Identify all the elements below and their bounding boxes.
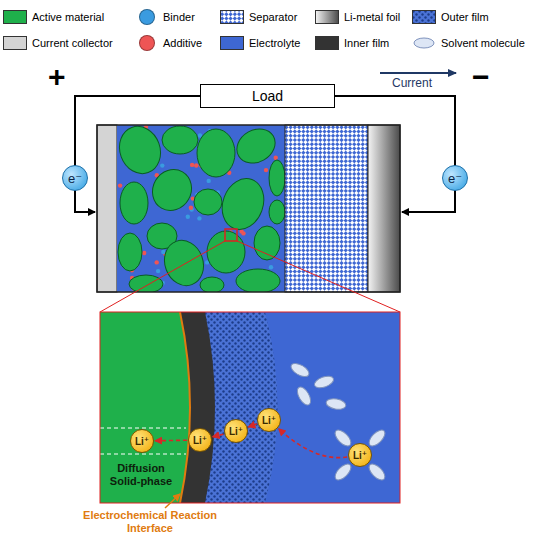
legend-swatch	[139, 9, 155, 25]
ion-path-arrow	[279, 429, 348, 458]
legend-item: Active material	[3, 9, 104, 25]
node-text: Li⁺	[262, 415, 276, 426]
legend-text: Inner film	[344, 37, 389, 49]
particle-dot	[118, 183, 122, 187]
legend-text: Solvent molecule	[441, 37, 525, 49]
lithium-ion-circle: Li⁺	[130, 429, 154, 453]
legend-swatch	[3, 10, 27, 24]
outer-film	[100, 312, 278, 503]
current-arrow	[380, 72, 456, 74]
legend-swatch	[220, 36, 244, 50]
text-label: Current	[392, 77, 432, 91]
legend-text: Separator	[249, 11, 297, 23]
particle-dot	[160, 163, 164, 167]
particle-dot	[197, 216, 201, 220]
legend-text: Additive	[163, 37, 202, 49]
node-text: Li⁺	[353, 450, 367, 461]
legend-item: Outer film	[412, 9, 489, 25]
diffusion-channel	[100, 428, 186, 454]
text-label: −	[472, 60, 490, 95]
zoom-lines	[100, 241, 400, 312]
solvent-molecules	[289, 361, 388, 483]
zoom-frame	[100, 312, 400, 503]
legend-text: Binder	[163, 11, 195, 23]
legend-item: Current collector	[3, 35, 113, 51]
node-text: e⁻	[68, 171, 82, 186]
interface-leader	[165, 494, 180, 508]
lithium-ion-circle: Li⁺	[348, 443, 372, 467]
legend-item: Solvent molecule	[412, 35, 525, 51]
legend-swatch	[412, 36, 436, 50]
legend-swatch	[3, 36, 27, 50]
electrolyte	[100, 312, 400, 503]
current-collector	[97, 125, 117, 292]
li-metal-foil	[368, 125, 400, 292]
load-box: Load	[200, 84, 335, 108]
node-text: Li⁺	[229, 426, 243, 437]
text-label: Electrochemical Reaction Interface	[60, 509, 240, 534]
reaction-interface	[180, 312, 190, 503]
node-text: Li⁺	[193, 435, 207, 446]
particle-dot	[186, 215, 190, 219]
lithium-ion-circle: Li⁺	[188, 428, 212, 452]
legend-text: Active material	[32, 11, 104, 23]
legend-item: Inner film	[315, 35, 389, 51]
particle-dot	[142, 251, 146, 255]
cell-outline	[97, 125, 400, 292]
legend-item: Additive	[135, 35, 202, 51]
legend-item: Li-metal foil	[315, 9, 400, 25]
particle-dot	[161, 250, 165, 254]
legend-item: Electrolyte	[220, 35, 300, 51]
left-wire	[75, 95, 95, 212]
legend-swatch	[412, 10, 436, 24]
legend-text: Li-metal foil	[344, 11, 400, 23]
text-label: Diffusion Solid-phase	[103, 462, 179, 487]
electron-circle: e⁻	[62, 165, 88, 191]
legend-text: Current collector	[32, 37, 113, 49]
node-text: Load	[252, 88, 283, 104]
legend-swatch	[315, 36, 339, 50]
text-label: +	[48, 60, 66, 95]
zoom-panel	[100, 312, 400, 503]
particle-dot	[156, 269, 160, 273]
inner-film	[100, 312, 215, 503]
ion-path-arrow	[213, 434, 224, 437]
particle-dot	[274, 156, 278, 160]
legend-swatch	[220, 10, 244, 24]
legend-text: Outer film	[441, 11, 489, 23]
particle-dot	[207, 179, 211, 183]
lithium-ion-circle: Li⁺	[257, 408, 281, 432]
active-material-particles	[117, 125, 285, 292]
legend-item: Separator	[220, 9, 297, 25]
particle-dot	[190, 163, 194, 167]
active-material	[100, 312, 190, 503]
node-text: e⁻	[448, 171, 462, 186]
right-wire	[402, 95, 455, 212]
zoom-marker	[225, 229, 237, 241]
particle-dot	[189, 206, 193, 210]
lithium-ion-circle: Li⁺	[224, 419, 248, 443]
particle-dot	[269, 265, 273, 269]
particle-dot	[264, 168, 268, 172]
ion-path-arrow	[155, 439, 187, 441]
legend-text: Electrolyte	[249, 37, 300, 49]
ion-path-arrow	[248, 424, 256, 427]
legend-item: Binder	[135, 9, 195, 25]
particle-dot	[194, 163, 198, 167]
legend-swatch	[139, 35, 155, 51]
particle-dot	[155, 260, 159, 264]
node-text: Li⁺	[135, 436, 149, 447]
electron-circle: e⁻	[442, 165, 468, 191]
legend-swatch	[315, 10, 339, 24]
